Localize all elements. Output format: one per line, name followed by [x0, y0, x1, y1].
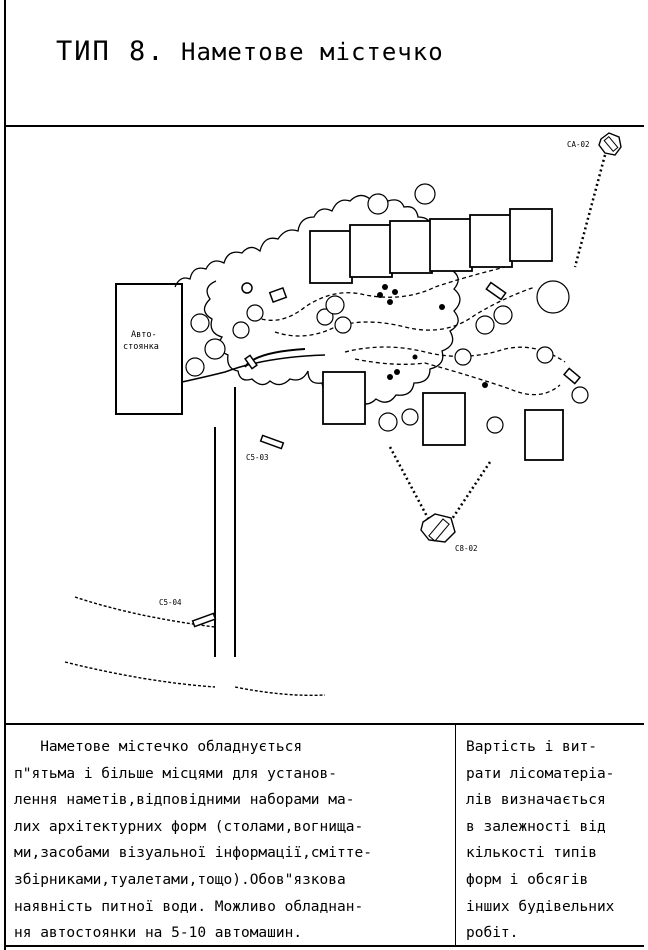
- description-line: кількості типів: [466, 845, 597, 862]
- tent-pad: [349, 224, 393, 278]
- tent-pad-lower-mid: [422, 392, 466, 446]
- code-label-1: СА-02: [567, 140, 590, 149]
- description-line: рати лісоматеріа-: [466, 765, 615, 782]
- description-line: збірниками,туалетами,тощо).Обов"язкова: [14, 871, 346, 888]
- small-facilities: [191, 281, 581, 628]
- code-label-3: С8-02: [455, 544, 478, 553]
- fire-pits: [377, 284, 488, 388]
- tent-pad-lower-left: [322, 371, 366, 425]
- description-right: Вартість і вит- рати лісоматеріа- лів ви…: [466, 734, 614, 947]
- parking-label-line2: стоянка: [123, 342, 159, 352]
- description-line: наявність питної води. Можливо обладнан-: [14, 898, 364, 915]
- frame-rule-top: [4, 125, 644, 127]
- description-line: лих архітектурних форм (столами,вогнища-: [14, 818, 364, 835]
- description-line: Вартість і вит-: [466, 739, 597, 755]
- frame-rule-middle: [4, 723, 644, 725]
- road-left-branch: [64, 596, 326, 697]
- tent-pad: [389, 220, 433, 274]
- description-line: ня автостоянки на 5-10 автомашин.: [14, 925, 303, 942]
- trees: [185, 183, 589, 434]
- title-text: Наметове містечко: [181, 38, 444, 66]
- tent-pad-lower-right: [524, 409, 564, 461]
- tent-pad: [469, 214, 513, 268]
- parking-label-line1: Авто-: [131, 330, 157, 340]
- description-line: робіт.: [466, 925, 519, 942]
- road-to-parking: [181, 354, 326, 383]
- description-line: форм і обсягів: [466, 871, 589, 888]
- description-line: ми,засобами візуальної інформації,смітте…: [14, 845, 372, 862]
- type-label: ТИП 8.: [56, 36, 166, 67]
- description-line: лів визначається: [466, 792, 606, 809]
- paths: [254, 266, 566, 396]
- road-down: [214, 607, 236, 657]
- tent-pad: [429, 218, 473, 272]
- description-line: в залежності від: [466, 818, 606, 835]
- description-line: п"ятьма і більше місцями для установ-: [14, 765, 338, 782]
- page-title: ТИП 8. Наметове містечко: [56, 36, 444, 67]
- description-line: інших будівельних: [466, 898, 615, 915]
- description-line: лення наметів,відповідними наборами ма-: [14, 792, 355, 809]
- access-road: [214, 348, 306, 607]
- code-label-4: С5-04: [159, 598, 182, 607]
- forest-outline: [174, 194, 461, 405]
- column-divider: [455, 725, 456, 945]
- description-left: Наметове містечко обладнується п"ятьма і…: [14, 734, 372, 947]
- site-plan-svg: Авто- стоянка: [64, 132, 622, 697]
- dotted-access-lines: [388, 154, 607, 523]
- frame-left-border: [4, 0, 6, 950]
- code-label-2: С5-03: [246, 453, 269, 462]
- tent-pads-row: [309, 208, 553, 284]
- frame-rule-bottom: [4, 945, 644, 947]
- parking-area: [115, 283, 183, 415]
- description-line: Наметове містечко обладнується: [14, 739, 303, 755]
- tent-pad: [509, 208, 553, 262]
- tent-pad: [309, 230, 353, 284]
- sign-station-bottom: [420, 513, 456, 543]
- sign-station-top: [598, 132, 622, 156]
- site-plan: Авто- стоянка: [5, 127, 643, 723]
